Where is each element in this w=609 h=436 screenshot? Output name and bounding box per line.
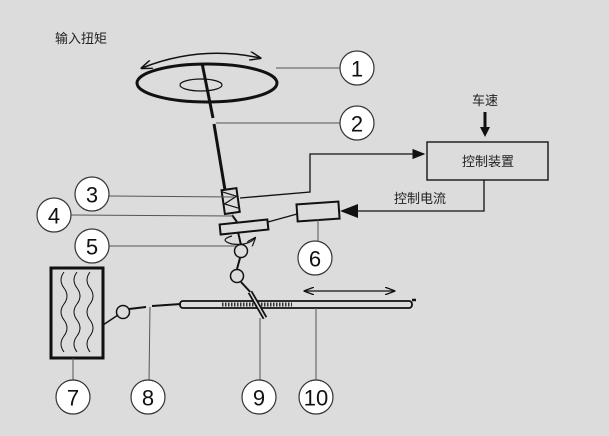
motor-link <box>267 213 298 223</box>
rotation-arrow <box>142 53 260 68</box>
callout-number: 3 <box>86 183 98 208</box>
control-current-label: 控制电流 <box>394 192 446 207</box>
tie-rod <box>151 303 182 307</box>
callout-number: 5 <box>86 235 98 260</box>
callout-5: 5 <box>74 228 110 264</box>
callout-number: 2 <box>351 112 363 137</box>
callout-1: 1 <box>339 50 375 86</box>
sensor-signal-line <box>239 148 426 199</box>
input-torque-label: 输入扭矩 <box>55 31 107 47</box>
callout-10: 10 <box>298 379 334 415</box>
rotation-swirl <box>224 235 255 244</box>
steering-rack <box>179 298 416 309</box>
electric-motor <box>295 200 341 223</box>
callout-4: 4 <box>36 197 72 233</box>
callout-3: 3 <box>74 176 110 212</box>
callout-number: 6 <box>309 247 321 272</box>
steering-column <box>200 62 215 119</box>
steering-arm <box>102 314 119 326</box>
output-shaft <box>237 231 242 246</box>
tie-rod-outer <box>128 306 147 310</box>
vehicle-speed-label: 车速 <box>472 93 498 109</box>
leader-lines <box>70 67 340 382</box>
road-wheel <box>49 266 105 360</box>
callout-2: 2 <box>339 105 375 141</box>
callout-number: 7 <box>67 386 79 411</box>
callout-number: 4 <box>48 204 60 229</box>
control-unit-label: 控制装置 <box>462 155 514 170</box>
callout-number: 1 <box>351 57 363 82</box>
universal-joint-lower <box>229 268 245 284</box>
callout-number: 8 <box>142 386 154 411</box>
control-unit-box <box>426 141 549 181</box>
steering-shaft <box>212 123 227 191</box>
callout-number: 9 <box>253 386 265 411</box>
callout-8: 8 <box>130 379 166 415</box>
callout-6: 6 <box>297 240 333 276</box>
control-current-line <box>355 180 485 212</box>
tie-rod-joint <box>115 304 131 320</box>
universal-joint-upper <box>233 243 249 259</box>
reduction-gear <box>218 218 270 236</box>
pinion-highlight <box>249 291 266 319</box>
torque-sensor <box>220 187 241 216</box>
steering-wheel <box>135 53 279 104</box>
vehicle-speed-arrowhead <box>480 127 490 137</box>
control-current-arrowhead <box>340 204 358 218</box>
callout-7: 7 <box>55 379 91 415</box>
intermediate-shaft <box>236 257 241 270</box>
callout-9: 9 <box>241 379 277 415</box>
callout-number: 10 <box>304 386 328 411</box>
